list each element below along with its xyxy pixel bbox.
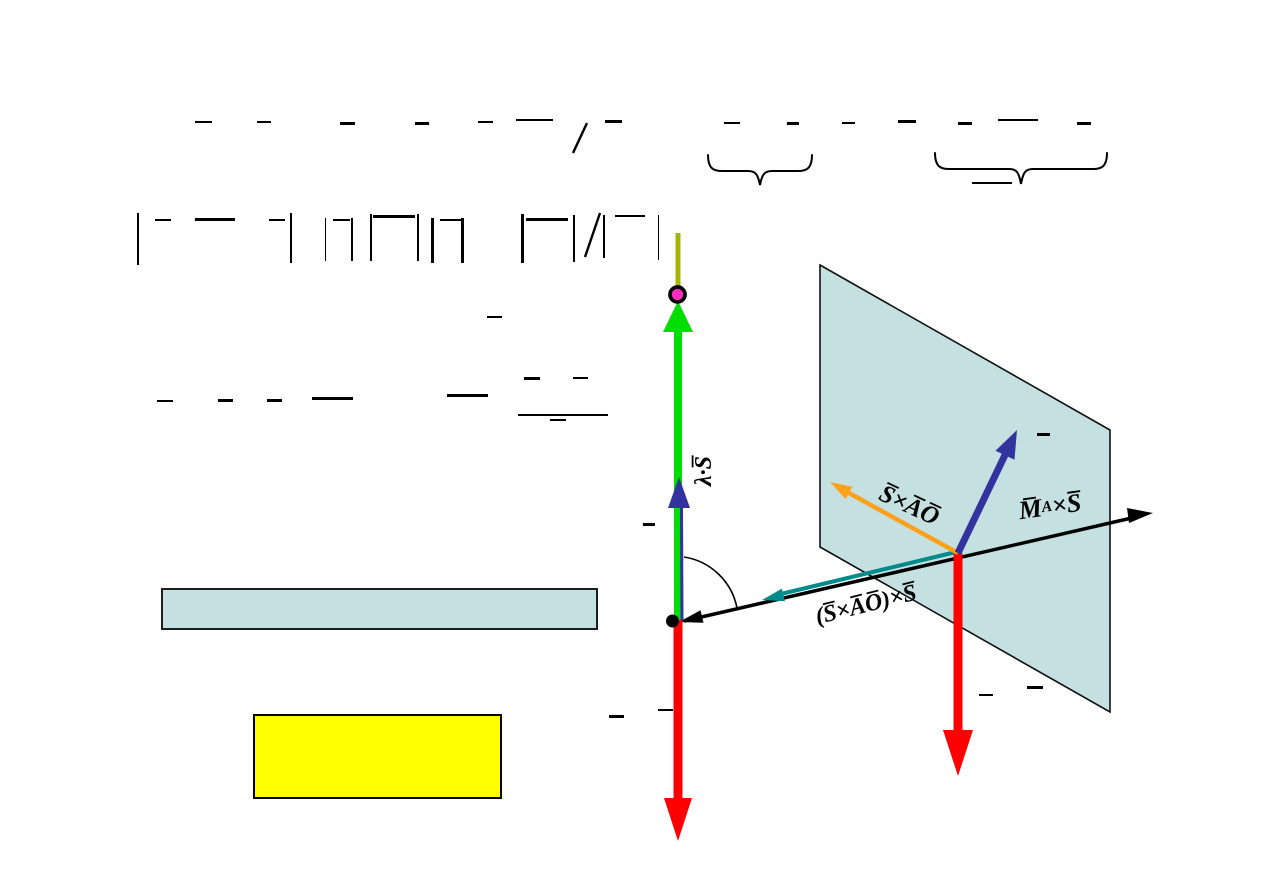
equation-fragment <box>290 213 292 263</box>
equation-fragment <box>526 218 568 221</box>
equation-fragment <box>998 119 1038 121</box>
equation-fragment <box>979 694 993 696</box>
equation-fragment <box>431 218 434 263</box>
equation-fragment <box>615 215 645 217</box>
equation-fragment <box>155 219 171 221</box>
highlight-box-yellow <box>253 714 502 799</box>
label-lambda-s: λ·S̅ <box>691 443 717 499</box>
label-ma-post: ×S̅ <box>1050 487 1084 521</box>
equation-fragment <box>137 213 139 265</box>
equation-fragment <box>269 219 285 221</box>
equation-fragment <box>603 215 605 258</box>
angle-arc <box>683 556 738 609</box>
point-marker-foot <box>666 614 679 628</box>
underbrace <box>707 154 813 186</box>
equation-fragment <box>605 120 622 123</box>
equation-fragment <box>267 399 282 402</box>
equation-slash <box>571 122 589 154</box>
equation-fragment <box>1027 686 1043 689</box>
equation-fragment <box>842 122 855 124</box>
equation-fragment <box>157 400 173 402</box>
equation-fragment <box>658 709 673 711</box>
equation-fragment <box>521 214 524 263</box>
equation-fragment <box>312 397 353 400</box>
equation-fragment <box>195 218 235 221</box>
equation-fragment <box>373 215 415 218</box>
equation-fragment <box>487 316 502 318</box>
equation-fragment <box>440 219 461 221</box>
label-lambda-s-text: λ·S̅ <box>690 456 717 486</box>
red-arrow-axis <box>664 620 692 841</box>
s-cross-ao-arrow <box>830 482 960 555</box>
highlight-box-cyan <box>161 588 598 630</box>
equation-strokes <box>571 122 1108 258</box>
equation-fragment <box>524 377 540 380</box>
equation-fragment <box>417 214 419 261</box>
underbrace <box>934 152 1108 185</box>
point-marker-top-ring <box>668 285 687 304</box>
equation-fragment <box>609 715 624 718</box>
ma-cross-s-arrow <box>679 508 1153 623</box>
equation-fragment <box>573 377 588 379</box>
equation-fragment <box>972 182 1012 184</box>
lambda-s-arrow <box>668 477 690 621</box>
red-arrow-plane <box>943 553 973 776</box>
equation-fragment <box>195 121 212 123</box>
ma-moment-arrow <box>954 430 1017 555</box>
equation-fragment <box>461 218 464 263</box>
equation-fragment <box>550 419 566 421</box>
equation-fragment <box>516 119 553 121</box>
equation-slash <box>583 212 602 258</box>
moment-plane <box>819 263 1111 714</box>
equation-fragment <box>658 215 659 260</box>
equation-fragment <box>370 214 372 261</box>
equation-fragment <box>340 122 355 125</box>
equation-fragment <box>257 121 271 123</box>
equation-fragment <box>218 399 233 402</box>
equation-fragment <box>351 218 353 261</box>
equation-fragment <box>724 122 740 124</box>
equation-fragment <box>573 215 575 262</box>
equation-fragment <box>958 122 972 125</box>
green-line-arrow <box>663 301 693 622</box>
equation-fragment <box>478 121 493 123</box>
equation-fragment <box>518 414 608 416</box>
equation-fragment <box>898 120 916 123</box>
equation-fragment <box>333 219 350 221</box>
equation-fragment <box>787 122 799 125</box>
axis-line-upper <box>675 233 681 288</box>
equation-fragment <box>415 122 429 125</box>
equation-fragment <box>1037 433 1050 436</box>
equation-fragment <box>447 394 488 397</box>
equation-fragment <box>643 523 655 526</box>
equation-fragment <box>325 218 326 261</box>
equation-fragment <box>1077 122 1091 125</box>
s-ao-cross-s-arrow <box>762 549 959 602</box>
